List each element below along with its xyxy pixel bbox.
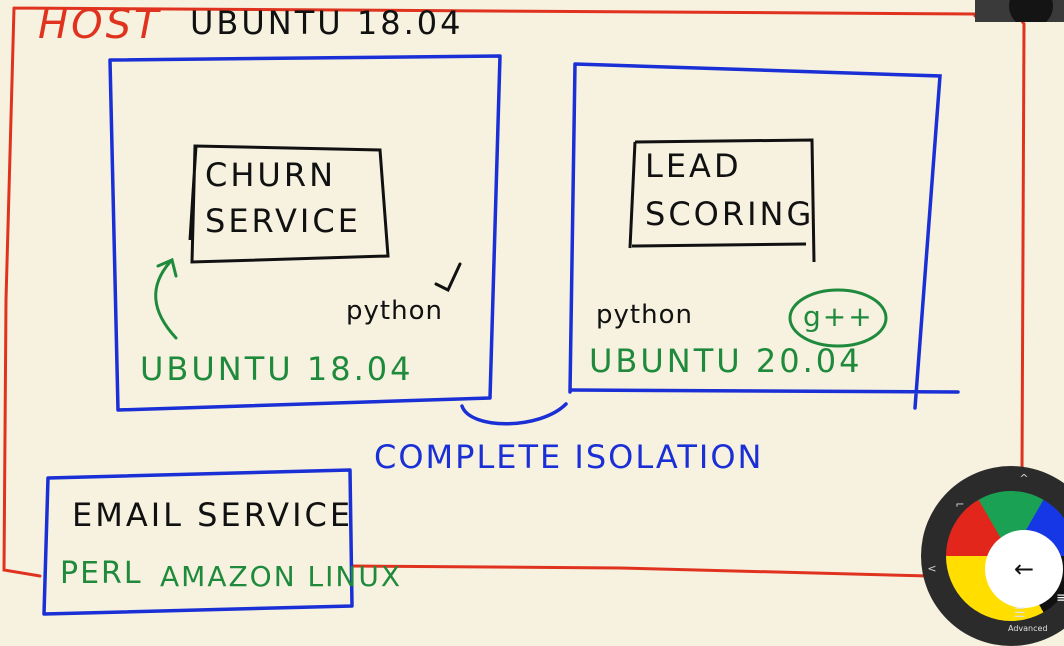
gpp-circle [788,288,888,348]
email-os-label: AMAZON LINUX [160,560,403,593]
wheel-left-icon[interactable]: < [927,562,937,575]
lead-line2: SCORING [645,195,815,233]
back-arrow-button[interactable]: ← [985,530,1063,608]
churn-os-label: UBUNTU 18.04 [140,350,414,388]
churn-line2: SERVICE [205,202,361,240]
green-arrow [154,257,178,340]
churn-container [108,54,502,412]
advanced-label[interactable]: Advanced [1008,624,1048,633]
churn-runtime-label: python [346,296,443,326]
lead-scoring-label: LEAD SCORING [645,142,814,238]
email-lang-label: PERL [60,556,143,591]
isolation-label: COMPLETE ISOLATION [374,438,764,476]
wheel-up-icon[interactable]: ^ [1019,472,1029,485]
size-menu-icon[interactable]: ≡ [1056,590,1064,606]
host-os-label: UBUNTU 18.04 [190,4,464,42]
python-arrow [434,262,462,293]
webcam-thumbnail [975,0,1064,22]
lead-os-label: UBUNTU 20.04 [589,342,863,380]
advanced-settings-icon[interactable]: ☰ [1014,606,1026,621]
lead-runtime-label: python [596,300,693,330]
lead-line1: LEAD [645,147,742,185]
churn-service-label: CHURN SERVICE [205,152,361,244]
churn-service-box [188,144,390,264]
email-container [42,468,354,616]
lead-container [568,62,960,410]
isolation-brace [460,402,568,426]
host-label: HOST [38,2,162,48]
presenter-silhouette [1009,0,1053,22]
pen-color-wheel[interactable]: ^ ⌐ < ← ☰ Advanced ≡ [921,466,1064,646]
lead-extra-label: g++ [803,300,874,333]
churn-line1: CHURN [205,156,336,194]
email-service-label: EMAIL SERVICE [72,496,354,534]
lead-scoring-box [628,138,816,263]
wheel-corner-icon[interactable]: ⌐ [955,498,965,511]
